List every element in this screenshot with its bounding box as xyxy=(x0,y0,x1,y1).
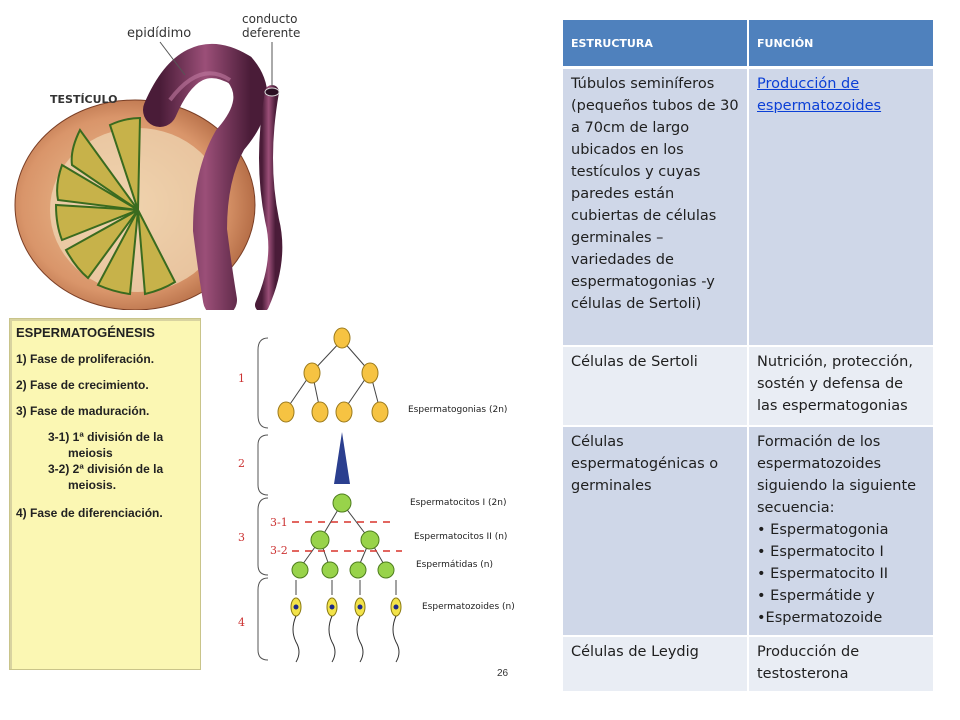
bracket-2 xyxy=(257,434,269,496)
spermatozoon xyxy=(290,597,302,663)
spermatocyte-1-cell xyxy=(332,493,352,513)
sequence-item: • Espermátide y xyxy=(757,587,875,604)
label-espermatocitos-2: Espermatocitos II (n) xyxy=(414,532,507,542)
spermatogonium-cell xyxy=(311,401,329,423)
label-conducto-line1: conducto xyxy=(242,12,298,26)
header-estructura: ESTRUCTURA xyxy=(563,20,749,69)
spermatogenesis-panel: ESPERMATOGÉNESIS 1) Fase de proliferació… xyxy=(9,318,201,670)
panel-sub-1-line2: meiosis xyxy=(68,446,113,460)
bracket-3 xyxy=(257,497,269,576)
spermatozoon xyxy=(354,597,366,663)
cell-estructura: Túbulos seminíferos (pequeños tubos de 3… xyxy=(563,67,749,347)
label-conducto-deferente: conducto deferente xyxy=(242,12,300,40)
sequence-item: • Espermatocito II xyxy=(757,565,888,582)
page-number: 26 xyxy=(497,668,509,679)
growth-triangle xyxy=(334,432,350,484)
phase-number-2: 2 xyxy=(238,457,245,470)
panel-item-3: 3) Fase de maduración. xyxy=(16,404,150,418)
label-conducto-line2: deferente xyxy=(242,26,301,40)
table-row: Túbulos seminíferos (pequeños tubos de 3… xyxy=(563,67,935,347)
subphase-3-2: 3-2 xyxy=(270,544,288,557)
structure-function-table: ESTRUCTURA FUNCIÓN Túbulos seminíferos (… xyxy=(563,20,935,693)
panel-item-1: 1) Fase de proliferación. xyxy=(16,352,155,366)
spermatogonium-cell xyxy=(335,401,353,423)
panel-title: ESPERMATOGÉNESIS xyxy=(16,325,155,340)
cell-estructura: Células espermatogénicas o germinales xyxy=(563,425,749,637)
cell-funcion: Producción de espermatozoides xyxy=(748,67,935,347)
spermatid-cell xyxy=(291,561,309,579)
panel-sub-2-line2: meiosis. xyxy=(68,478,117,492)
label-espermatocitos-1: Espermatocitos I (2n) xyxy=(410,498,507,508)
panel-sub-1-line1: 3-1) 1ª división de la xyxy=(48,430,164,444)
spermatid-cell xyxy=(349,561,367,579)
cell-estructura: Células de Leydig xyxy=(563,635,749,693)
header-funcion: FUNCIÓN xyxy=(748,20,935,69)
funcion-intro: Formación de los espermatozoides siguien… xyxy=(757,433,917,516)
label-espermatogonias: Espermatogonias (2n) xyxy=(408,405,507,415)
panel-sub-2-line1: 3-2) 2ª división de la xyxy=(48,462,164,476)
spermatozoon xyxy=(326,597,338,663)
spermatocyte-2-cell xyxy=(310,530,330,550)
sequence-item: • Espermatocito I xyxy=(757,543,884,560)
phase-number-3: 3 xyxy=(238,531,245,544)
sequence-item: •Espermatozoide xyxy=(757,609,883,626)
cell-funcion: Producción de testosterona xyxy=(748,635,935,693)
link-produccion-espermatozoides[interactable]: Producción de espermatozoides xyxy=(757,76,882,114)
spermatozoon xyxy=(390,597,402,663)
spermatogonium-cell xyxy=(333,327,351,349)
spermatogonium-cell xyxy=(371,401,389,423)
panel-item-2: 2) Fase de crecimiento. xyxy=(16,378,149,392)
label-epididimo: epidídimo xyxy=(127,26,192,41)
phase-number-4: 4 xyxy=(238,616,245,629)
sequence-item: • Espermatogonia xyxy=(757,521,889,538)
spermatid-cell xyxy=(321,561,339,579)
spermatogonium-cell xyxy=(277,401,295,423)
spermatozoa-group xyxy=(290,597,402,663)
spermatocyte-2-cell xyxy=(360,530,380,550)
cell-funcion: Formación de los espermatozoides siguien… xyxy=(748,425,935,637)
table-row: Células de Leydig Producción de testoste… xyxy=(563,635,935,693)
cell-funcion: Nutrición, protección, sostén y defensa … xyxy=(748,345,935,427)
cell-estructura: Células de Sertoli xyxy=(563,345,749,427)
testis-drawing xyxy=(14,41,283,317)
bracket-4 xyxy=(257,577,269,661)
spermatogonium-cell xyxy=(361,362,379,384)
table-header-row: ESTRUCTURA FUNCIÓN xyxy=(563,20,935,69)
label-espermatozoides: Espermatozoides (n) xyxy=(422,602,515,612)
subphase-3-1: 3-1 xyxy=(270,516,288,529)
spermatid-cell xyxy=(377,561,395,579)
phase-number-1: 1 xyxy=(238,372,245,385)
bracket-1 xyxy=(257,337,269,429)
testis-illustration: epidídimo conducto deferente TESTÍCULO xyxy=(10,0,310,317)
spermatogonium-cell xyxy=(303,362,321,384)
table-row: Células de Sertoli Nutrición, protección… xyxy=(563,345,935,427)
label-espermatidas: Espermátidas (n) xyxy=(416,560,493,570)
label-testiculo: TESTÍCULO xyxy=(50,93,118,106)
table-row: Células espermatogénicas o germinales Fo… xyxy=(563,425,935,637)
spermatogenesis-diagram: 1 2 3 4 3-1 3-2 Espermatogonias (2n) xyxy=(238,327,515,663)
panel-item-4: 4) Fase de diferenciación. xyxy=(16,506,163,520)
